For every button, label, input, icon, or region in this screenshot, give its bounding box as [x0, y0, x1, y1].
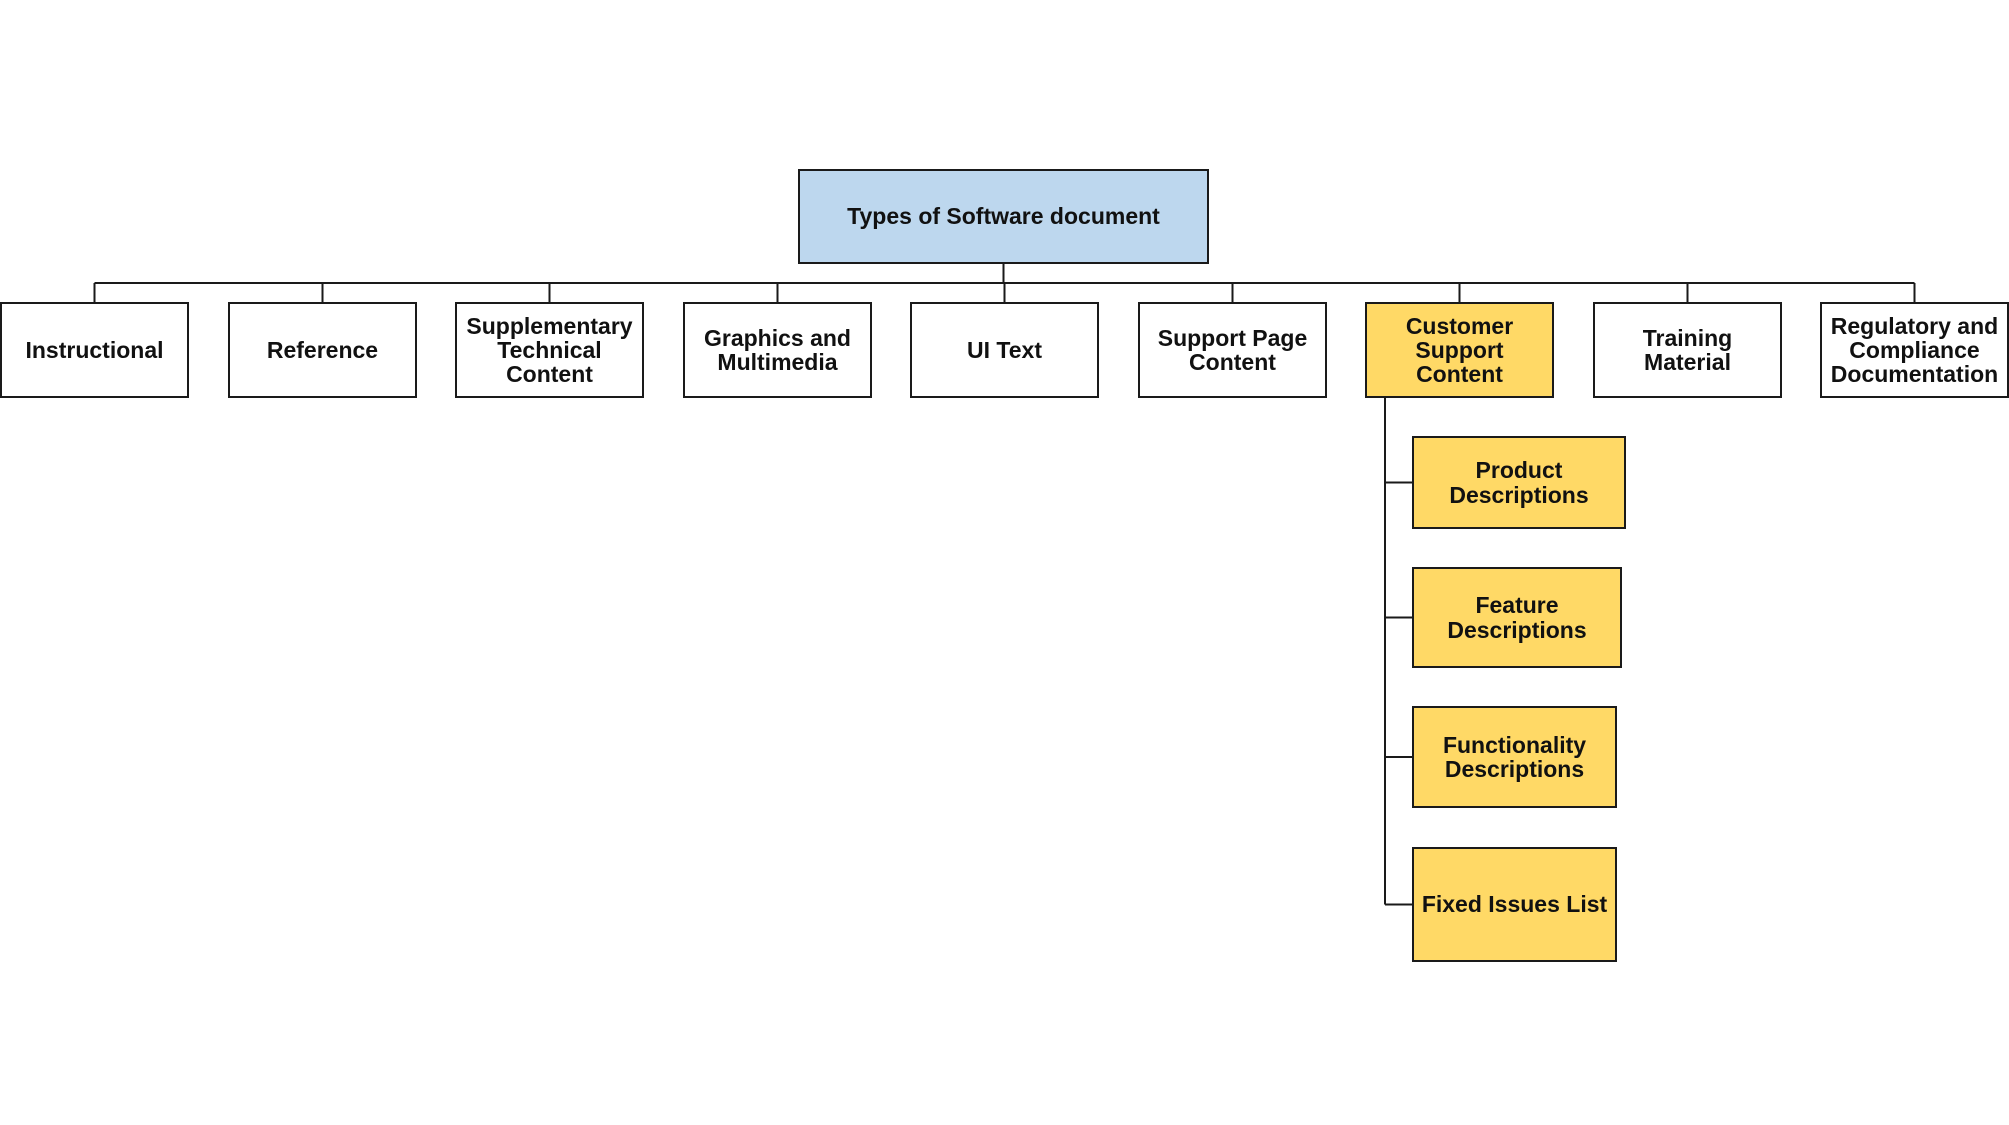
category-node-support-page-content: Support Page Content: [1138, 302, 1327, 398]
category-node-instructional: Instructional: [0, 302, 189, 398]
category-node-regulatory-and-compliance-documentation: Regulatory and Compliance Documentation: [1820, 302, 2009, 398]
category-node-supplementary-technical-content: Supplementary Technical Content: [455, 302, 644, 398]
subcategory-node-product-descriptions: Product Descriptions: [1412, 436, 1626, 529]
category-node-ui-text: UI Text: [910, 302, 1099, 398]
category-node-reference: Reference: [228, 302, 417, 398]
category-node-training-material: Training Material: [1593, 302, 1782, 398]
subcategory-node-fixed-issues-list: Fixed Issues List: [1412, 847, 1617, 962]
category-node-graphics-and-multimedia: Graphics and Multimedia: [683, 302, 872, 398]
subcategory-node-functionality-descriptions: Functionality Descriptions: [1412, 706, 1617, 808]
subcategory-node-feature-descriptions: Feature Descriptions: [1412, 567, 1622, 668]
category-node-customer-support-content: Customer Support Content: [1365, 302, 1554, 398]
root-node-types-of-software-document: Types of Software document: [798, 169, 1209, 264]
